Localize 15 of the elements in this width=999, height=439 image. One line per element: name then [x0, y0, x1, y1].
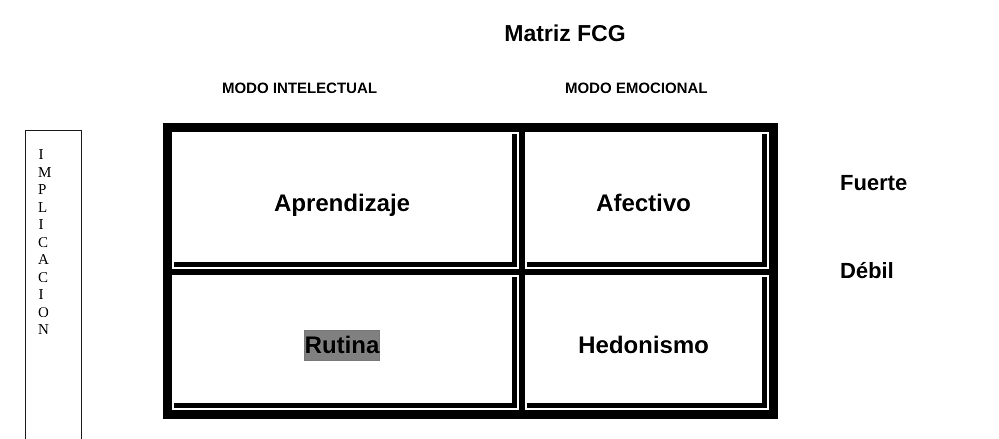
- column-header: MODO EMOCIONAL: [565, 80, 708, 97]
- row-label: Débil: [840, 258, 894, 284]
- row-label: Fuerte: [840, 170, 908, 196]
- cell-label: Afectivo: [595, 188, 692, 218]
- matrix-cell: [171, 131, 520, 270]
- diagram-title: Matriz FCG: [503, 20, 627, 47]
- vertical-label: IMPLICACION: [38, 147, 53, 340]
- highlighted-text: Rutina: [304, 330, 380, 360]
- matrix-cell: [524, 274, 770, 411]
- vertical-label-box: [25, 130, 82, 439]
- matrix-cell: [171, 274, 520, 411]
- cell-label: Hedonismo: [577, 330, 710, 360]
- column-header: MODO INTELECTUAL: [222, 80, 377, 97]
- cell-label: Aprendizaje: [272, 188, 412, 218]
- matrix-cell: [524, 131, 770, 270]
